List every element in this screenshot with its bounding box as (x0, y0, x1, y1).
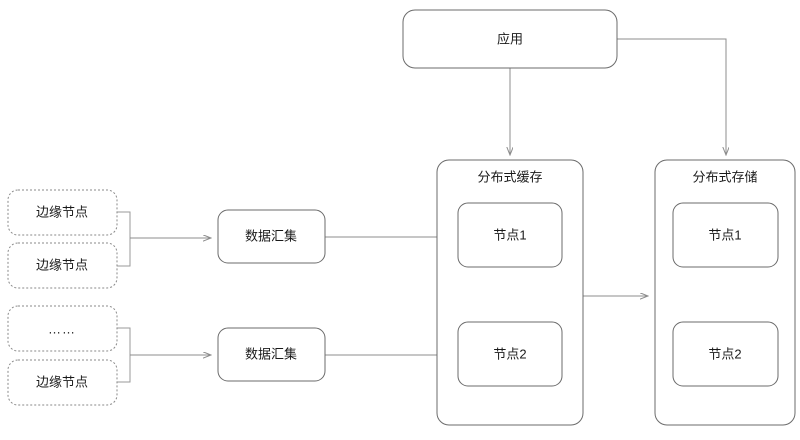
aggregator-label-2: 数据汇集 (245, 346, 297, 361)
aggregator-box-2[interactable] (217, 327, 326, 382)
aggregator-box-1[interactable] (217, 209, 326, 264)
edge-node-label-4: 边缘节点 (36, 374, 88, 389)
edge-node-box-3[interactable] (7, 305, 118, 352)
aggregator-label-1: 数据汇集 (245, 228, 297, 243)
application-label: 应用 (497, 31, 523, 46)
cache-node-label-2: 节点2 (493, 346, 526, 361)
cache-node-label-1: 节点1 (493, 227, 526, 242)
storage-node-label-2: 节点2 (708, 346, 741, 361)
storage-node-box-1[interactable] (672, 202, 779, 268)
edge-node-box-4[interactable] (7, 359, 118, 406)
cache-node-box-2[interactable] (457, 321, 563, 387)
edge-node-box-2[interactable] (7, 242, 118, 289)
application-box[interactable] (402, 9, 618, 69)
connector-edge-group-2-bus (117, 327, 131, 383)
connector-edge-group-1-bus (117, 211, 131, 267)
storage-node-label-1: 节点1 (708, 227, 741, 242)
edge-node-box-1[interactable] (7, 189, 118, 236)
distributed-storage-title: 分布式存储 (692, 169, 757, 184)
edge-node-label-3: …… (48, 321, 76, 336)
distributed-cache-title: 分布式缓存 (477, 169, 542, 184)
edge-node-label-1: 边缘节点 (36, 204, 88, 219)
edge-node-label-2: 边缘节点 (36, 257, 88, 272)
cache-node-box-1[interactable] (457, 202, 563, 268)
connector-app-to-storage (617, 38, 726, 155)
storage-node-box-2[interactable] (672, 321, 779, 387)
